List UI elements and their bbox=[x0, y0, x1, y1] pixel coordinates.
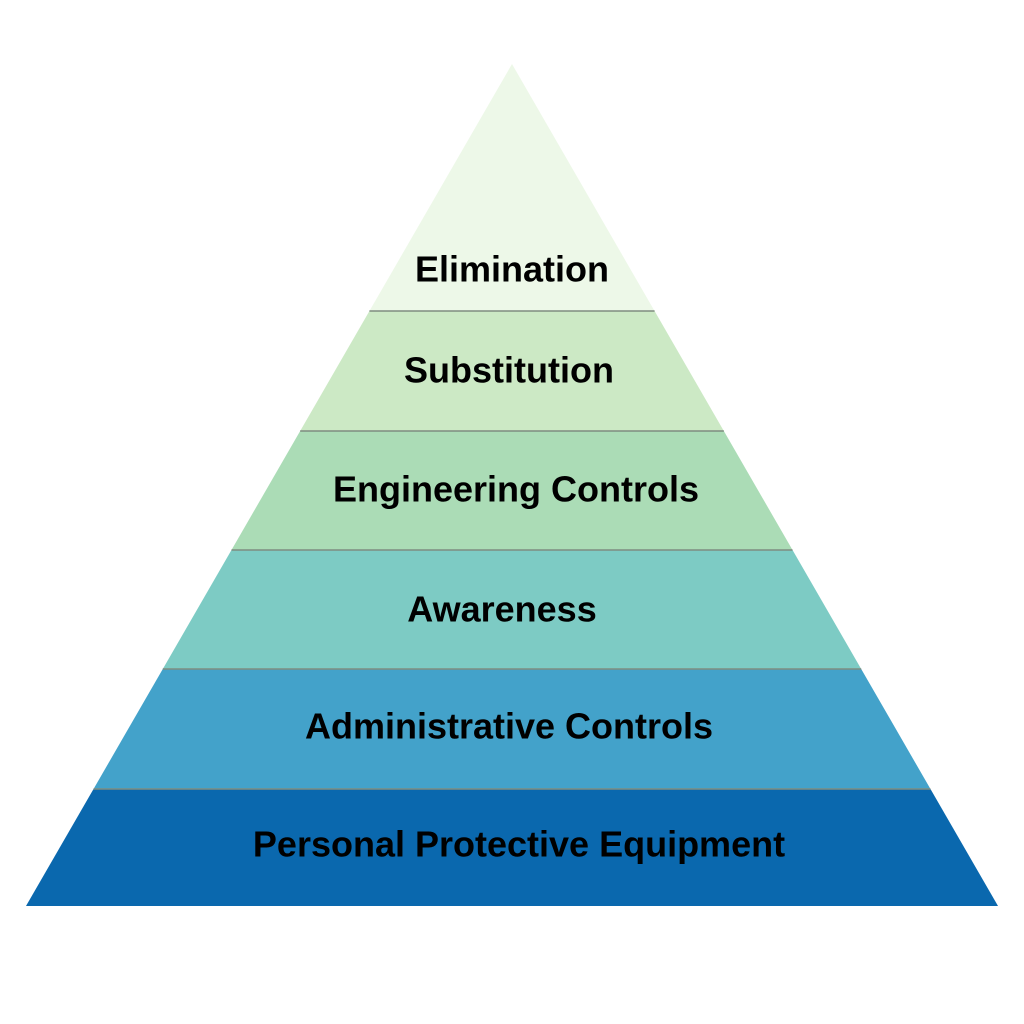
tier-label-3: Engineering Controls bbox=[333, 469, 699, 510]
tier-label-1: Elimination bbox=[415, 249, 609, 290]
pyramid-tiers bbox=[26, 64, 998, 906]
pyramid-tier-2 bbox=[300, 311, 724, 431]
tier-label-6: Personal Protective Equipment bbox=[253, 824, 785, 865]
pyramid-tier-6 bbox=[26, 789, 998, 906]
pyramid-dividers bbox=[93, 310, 931, 790]
pyramid-tier-4 bbox=[162, 550, 862, 669]
pyramid-tier-1 bbox=[369, 64, 655, 311]
tier-label-5: Administrative Controls bbox=[305, 706, 713, 747]
pyramid-tier-5 bbox=[93, 669, 931, 789]
pyramid-tier-3 bbox=[231, 431, 793, 550]
tier-label-2: Substitution bbox=[404, 350, 614, 391]
tier-label-4: Awareness bbox=[407, 589, 596, 630]
